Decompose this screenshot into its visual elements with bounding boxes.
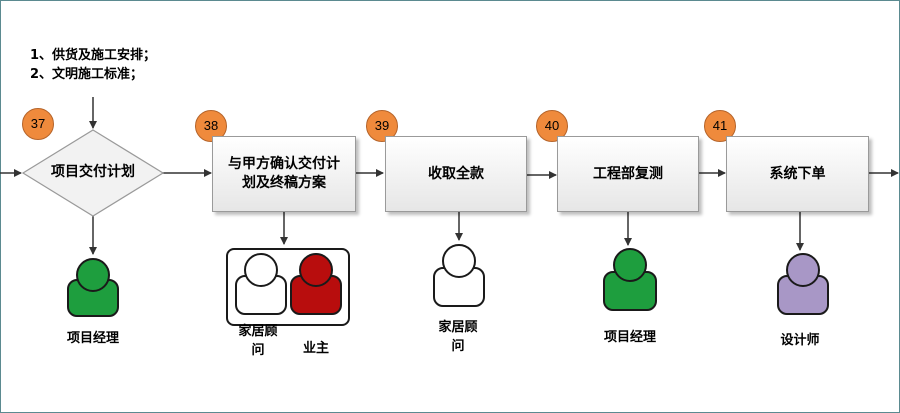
- project-manager-icon: [67, 258, 119, 317]
- role-label-38-owner: 业主: [302, 341, 329, 356]
- owner-icon: [290, 253, 342, 315]
- step-label-41: 系统下单: [769, 165, 826, 182]
- note-supply-schedule: 1、供货及施工安排；: [30, 48, 157, 63]
- decision-diamond-37: [21, 129, 165, 217]
- step-label-38: 与甲方确认交付计划及终稿方案: [228, 156, 340, 191]
- note-construction-standard: 2、文明施工标准；: [30, 67, 144, 82]
- role-label-38-advisor: 家居顾问: [238, 324, 278, 358]
- role-label-40: 项目经理: [603, 330, 656, 345]
- step-box-40: 工程部复测: [557, 136, 699, 212]
- step-badge-37: 37: [22, 108, 54, 140]
- role-label-37: 项目经理: [66, 331, 119, 346]
- home-advisor-icon: [433, 244, 485, 307]
- project-manager-icon: [603, 248, 657, 311]
- step-box-38: 与甲方确认交付计划及终稿方案: [212, 136, 356, 212]
- step-label-39: 收取全款: [428, 165, 484, 182]
- designer-icon: [777, 253, 829, 315]
- step-box-39: 收取全款: [385, 136, 527, 212]
- step-box-41: 系统下单: [726, 136, 869, 212]
- step-label-40: 工程部复测: [593, 165, 663, 182]
- home-advisor-icon: [235, 253, 287, 315]
- step-label-37: 项目交付计划: [51, 164, 135, 180]
- role-label-41: 设计师: [780, 333, 820, 348]
- role-label-39: 家居顾问: [438, 320, 478, 354]
